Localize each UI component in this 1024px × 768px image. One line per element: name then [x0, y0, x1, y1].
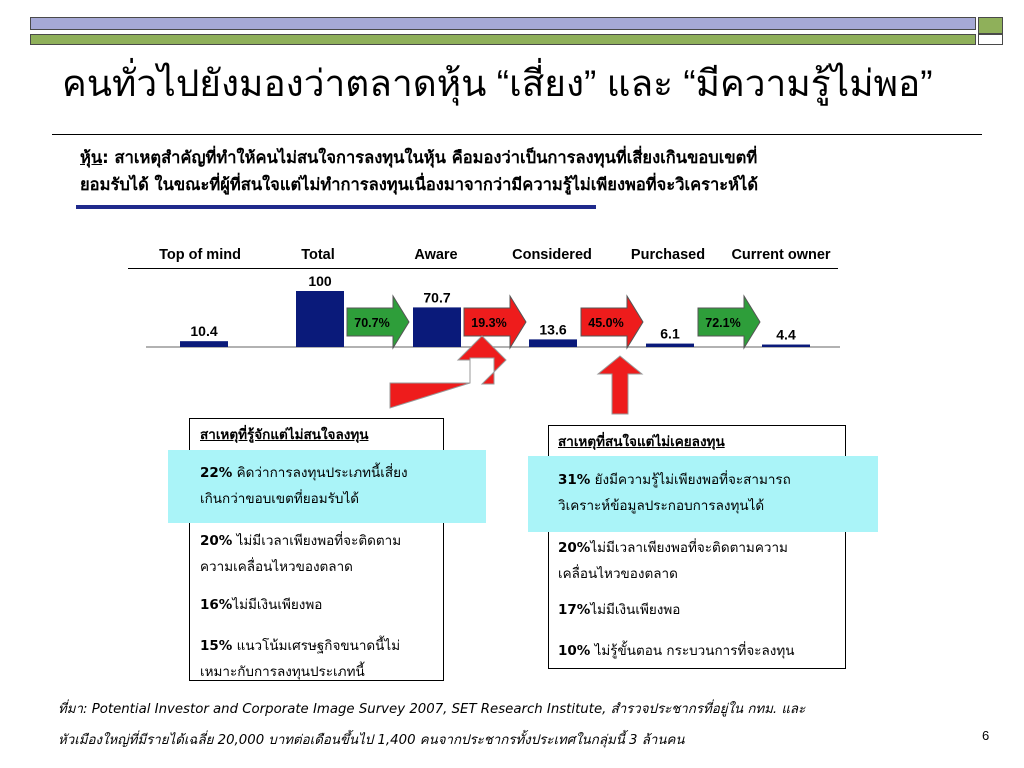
bar-value-considered: 13.6 [539, 321, 566, 337]
left-item-1-line2: เกินกว่าขอบเขตที่ยอมรับได้ [200, 491, 360, 507]
left-highlight [168, 450, 486, 523]
left-item-2-line2: ความเคลื่อนไหวของตลาด [200, 559, 353, 575]
intro-line-1-rest: : สาเหตุสำคัญที่ทำให้คนไม่สนใจการลงทุนใน… [102, 148, 758, 167]
bar-current-owner [762, 344, 810, 347]
left-item-2-line1: ไม่มีเวลาเพียงพอที่จะติดตาม [232, 533, 402, 549]
title-divider [52, 134, 982, 135]
right-box-header: สาเหตุที่สนใจแต่ไม่เคยลงทุน [558, 434, 725, 450]
header-square-bottom [978, 34, 1003, 45]
right-item-3: 17%ไม่มีเงินเพียงพอ [558, 597, 680, 623]
intro-underline [76, 205, 596, 209]
left-item-4-line2: เหมาะกับการลงทุนประเภทนี้ [200, 664, 365, 680]
conv-arrow-aware-considered-label: 19.3% [471, 316, 506, 330]
page-number: 6 [982, 728, 990, 743]
right-item-2-line2: เคลื่อนไหวของตลาด [558, 566, 678, 582]
left-item-1-line1: คิดว่าการลงทุนประเภทนี้เสี่ยง [232, 465, 408, 481]
header-band-top [30, 17, 976, 30]
bar-value-total: 100 [308, 273, 332, 289]
stage-label-aware: Aware [414, 247, 458, 263]
right-item-4: 10% ไม่รู้ขั้นตอน กระบวนการที่จะลงทุน [558, 638, 795, 664]
right-item-3-pct: 17% [558, 602, 591, 618]
slide-title: คนทั่วไปยังมองว่าตลาดหุ้น “เสี่ยง” และ “… [62, 63, 933, 104]
right-item-1-line2: วิเคราะห์ข้อมูลประกอบการลงทุนได้ [558, 498, 765, 514]
right-item-3-line1: ไม่มีเงินเพียงพอ [590, 602, 681, 618]
conv-arrow-considered-purchased [580, 294, 644, 350]
right-highlight [528, 456, 878, 532]
bar-total [296, 291, 344, 347]
intro-label: หุ้น [80, 148, 103, 167]
right-item-1: 31% ยังมีความรู้ไม่เพียงพอที่จะสามารถ วิ… [558, 467, 791, 519]
big-red-arrow-left [389, 335, 507, 409]
right-item-4-line1: ไม่รู้ขั้นตอน กระบวนการที่จะลงทุน [590, 643, 795, 659]
conv-arrow-total-aware-label: 70.7% [354, 316, 389, 330]
left-item-4: 15% แนวโน้มเศรษฐกิจขนาดนี้ไม่ เหมาะกับกา… [200, 633, 400, 685]
bar-aware [413, 307, 461, 347]
left-item-2: 20% ไม่มีเวลาเพียงพอที่จะติดตาม ความเคลื… [200, 528, 401, 580]
left-item-1-pct: 22% [200, 465, 233, 481]
left-item-3: 16%ไม่มีเงินเพียงพอ [200, 592, 322, 618]
conv-arrow-total-aware [346, 294, 410, 350]
right-item-2-pct: 20% [558, 540, 591, 556]
bar-considered [529, 339, 577, 347]
stage-label-purchased: Purchased [630, 247, 706, 263]
funnel-chart: 10.4 100 70.7 13.6 6.1 4.4 70.7% 19.3% 45.0% 72.… [146, 273, 840, 415]
right-item-2: 20%ไม่มีเวลาเพียงพอที่จะติดตามความ เคลื่… [558, 535, 788, 587]
intro-line-2: ยอมรับได้ ในขณะที่ผู้ที่สนใจแต่ไม่ทำการล… [80, 175, 759, 194]
bar-value-top-of-mind: 10.4 [190, 323, 217, 339]
left-item-1: 22% คิดว่าการลงทุนประเภทนี้เสี่ยง เกินกว… [200, 460, 408, 512]
conv-arrow-purchased-owner [697, 294, 761, 350]
left-item-2-pct: 20% [200, 533, 233, 549]
stage-label-total: Total [301, 247, 335, 263]
left-item-3-line1: ไม่มีเงินเพียงพอ [232, 597, 323, 613]
right-item-1-line1: ยังมีความรู้ไม่เพียงพอที่จะสามารถ [590, 472, 791, 488]
bar-value-current-owner: 4.4 [776, 327, 796, 343]
big-red-arrow-right [596, 355, 644, 415]
conv-arrow-aware-considered [463, 294, 527, 350]
source-line-2: หัวเมืองใหญ่ที่มีรายได้เฉลี่ย 20,000 บาท… [58, 733, 685, 748]
header-band-bottom [30, 34, 976, 45]
stage-label-considered: Considered [512, 247, 592, 263]
left-item-4-pct: 15% [200, 638, 233, 654]
bar-value-aware: 70.7 [423, 289, 450, 305]
intro-line-1: หุ้น: สาเหตุสำคัญที่ทำให้คนไม่สนใจการลงท… [80, 144, 960, 171]
bar-value-purchased: 6.1 [660, 326, 680, 342]
left-item-3-pct: 16% [200, 597, 233, 613]
left-item-4-line1: แนวโน้มเศรษฐกิจขนาดนี้ไม่ [232, 638, 401, 654]
right-item-2-line1: ไม่มีเวลาเพียงพอที่จะติดตามความ [590, 540, 788, 556]
header-square-top [978, 17, 1003, 34]
chart-header-rule [128, 268, 838, 269]
source-line-1: ที่มา: Potential Investor and Corporate … [58, 702, 806, 717]
stage-label-current-owner: Current owner [731, 247, 831, 263]
left-box-header: สาเหตุที่รู้จักแต่ไม่สนใจลงทุน [200, 427, 369, 443]
source-note: ที่มา: Potential Investor and Corporate … [58, 694, 998, 756]
conv-arrow-purchased-owner-label: 72.1% [705, 316, 740, 330]
right-item-1-pct: 31% [558, 472, 591, 488]
intro-text: หุ้น: สาเหตุสำคัญที่ทำให้คนไม่สนใจการลงท… [80, 144, 960, 198]
bar-purchased [646, 343, 694, 347]
bar-top-of-mind [180, 341, 228, 347]
right-item-4-pct: 10% [558, 643, 591, 659]
conv-arrow-considered-purchased-label: 45.0% [588, 316, 623, 330]
stage-label-top-of-mind: Top of mind [159, 247, 241, 263]
